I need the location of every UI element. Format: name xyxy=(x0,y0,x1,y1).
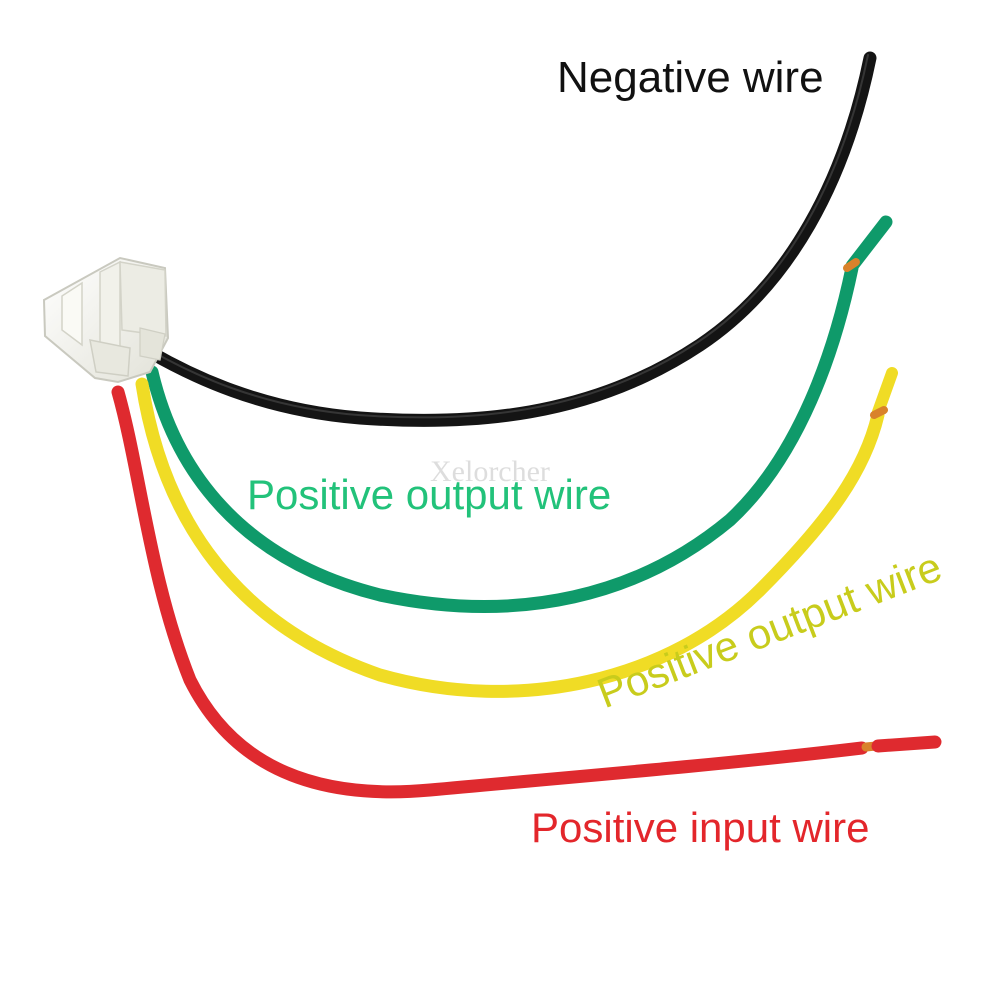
red-wire xyxy=(111,385,942,799)
positive-input-label: Positive input wire xyxy=(531,804,870,851)
green-wire xyxy=(145,215,893,613)
connector-housing xyxy=(42,256,170,384)
negative-wire-label: Negative wire xyxy=(557,53,824,102)
yellow-wire xyxy=(135,367,898,698)
black-wire xyxy=(143,51,877,427)
copper-tip-yellow xyxy=(870,406,888,419)
green-positive-output-label: Positive output wire xyxy=(247,471,612,518)
watermark: Xelorcher xyxy=(430,455,550,488)
copper-tip-green xyxy=(843,258,860,272)
